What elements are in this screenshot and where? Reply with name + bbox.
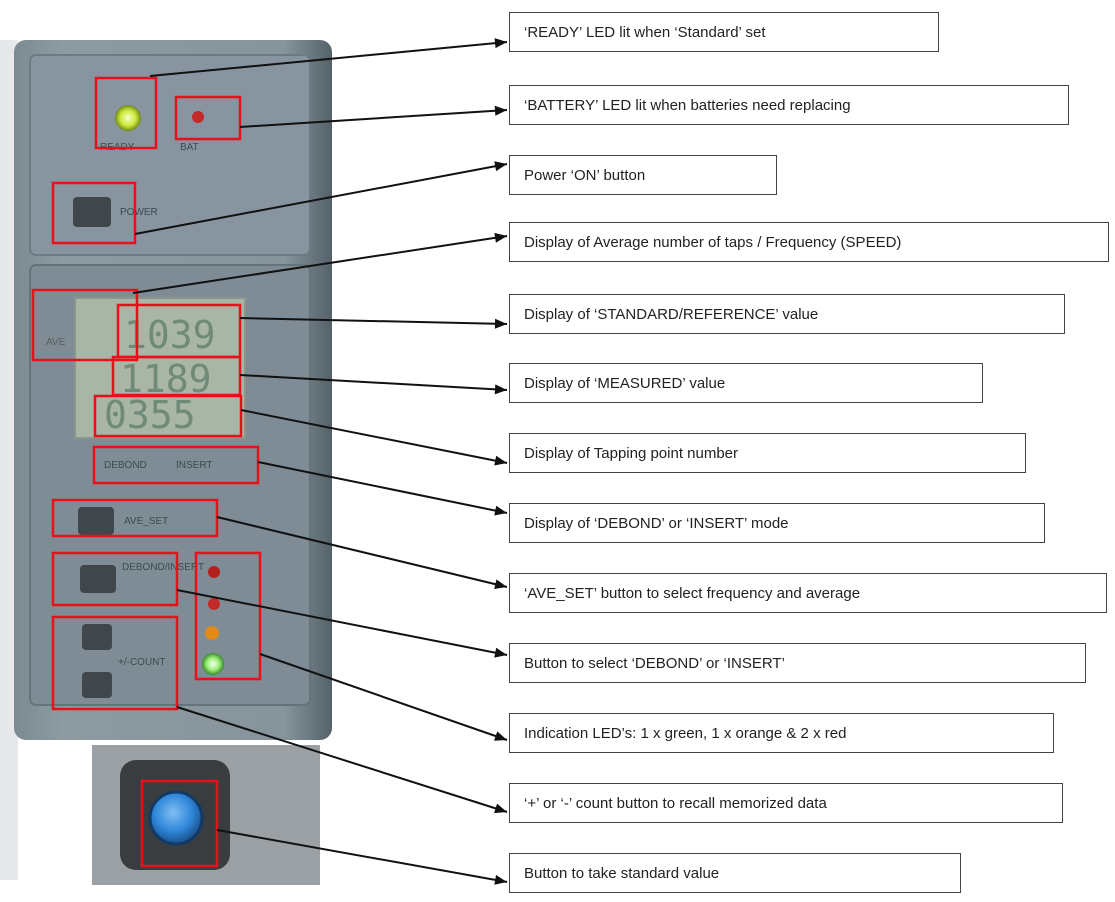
- highlight-battery-led: [174, 95, 242, 141]
- arrowhead-tap-display: [494, 455, 507, 466]
- arrow-ave-display: [132, 235, 508, 294]
- callout-ready-led-text: ‘READY’ LED lit when ‘Standard’ set: [524, 23, 766, 41]
- callout-tap-display-text: Display of Tapping point number: [524, 444, 739, 462]
- connector-arrows: [132, 38, 508, 885]
- callout-mode-button: Button to select ‘DEBOND’ or ‘INSERT’: [509, 643, 1086, 683]
- callout-battery-led: ‘BATTERY’ LED lit when batteries need re…: [509, 85, 1069, 125]
- arrowhead-measured-display: [494, 384, 507, 395]
- arrow-standard-display: [239, 317, 508, 325]
- indicator-led-red-1: [208, 566, 220, 578]
- arrow-mode-button: [176, 589, 508, 656]
- arrow-tap-display: [240, 409, 508, 464]
- battery-led: [192, 111, 204, 123]
- arrow-take-standard-button: [216, 829, 508, 883]
- highlight-ave-display: [31, 288, 139, 362]
- callout-ready-led: ‘READY’ LED lit when ‘Standard’ set: [509, 12, 939, 52]
- highlight-mode-button: [51, 551, 179, 607]
- lcd-screen: [74, 297, 246, 439]
- top-panel: [29, 54, 311, 256]
- callout-standard-display: Display of ‘STANDARD/REFERENCE’ value: [509, 294, 1065, 334]
- highlight-mode-display: [92, 445, 260, 485]
- count-button-label: +/-COUNT: [118, 657, 166, 668]
- callout-ave-display-text: Display of Average number of taps / Freq…: [524, 233, 902, 251]
- indicator-led-green: [202, 653, 224, 675]
- callout-standard-display-text: Display of ‘STANDARD/REFERENCE’ value: [524, 305, 819, 323]
- battery-led-label: BAT: [180, 142, 199, 153]
- arrowhead-mode-button: [494, 647, 507, 658]
- callout-measured-display-text: Display of ‘MEASURED’ value: [524, 374, 726, 392]
- indicator-led-red-2: [208, 598, 220, 610]
- arrow-measured-display: [239, 374, 508, 391]
- callout-mode-display: Display of ‘DEBOND’ or ‘INSERT’ mode: [509, 503, 1045, 543]
- arrowhead-ave-display: [494, 232, 507, 243]
- callout-indicator-leds: Indication LED’s: 1 x green, 1 x orange …: [509, 713, 1054, 753]
- callout-power-button: Power ‘ON’ button: [509, 155, 777, 195]
- callout-take-standard-button-text: Button to take standard value: [524, 864, 720, 882]
- take-standard-button[interactable]: [148, 790, 204, 846]
- arrow-battery-led: [239, 109, 508, 128]
- arrowhead-ready-led: [494, 38, 507, 49]
- mode-right-label: INSERT: [176, 460, 213, 471]
- callout-measured-display: Display of ‘MEASURED’ value: [509, 363, 983, 403]
- highlight-boxes: [31, 76, 262, 868]
- callout-take-standard-button: Button to take standard value: [509, 853, 961, 893]
- tap-point-display: 0355: [104, 393, 196, 437]
- highlight-take-standard-button: [140, 779, 219, 868]
- ready-led: [115, 105, 141, 131]
- callout-count-button-text: ‘+’ or ‘-’ count button to recall memori…: [524, 794, 827, 812]
- callout-mode-button-text: Button to select ‘DEBOND’ or ‘INSERT’: [524, 654, 785, 672]
- count-plus-button[interactable]: [82, 624, 112, 650]
- arrowhead-mode-display: [494, 505, 507, 516]
- highlight-indicator-leds: [194, 551, 262, 681]
- arrowhead-standard-display: [494, 318, 507, 329]
- callout-tap-display: Display of Tapping point number: [509, 433, 1026, 473]
- highlight-power-button: [51, 181, 137, 245]
- mode-select-button-label: DEBOND/INSERT: [122, 562, 204, 573]
- highlight-ready-led: [94, 76, 158, 150]
- callout-ave-set-button: ‘AVE_SET’ button to select frequency and…: [509, 573, 1107, 613]
- count-minus-button[interactable]: [82, 672, 112, 698]
- arrow-count-buttons: [176, 706, 508, 813]
- mode-left-label: DEBOND: [104, 460, 147, 471]
- callout-ave-display: Display of Average number of taps / Freq…: [509, 222, 1109, 262]
- ave-set-button-label: AVE_SET: [124, 516, 168, 527]
- power-button[interactable]: [73, 197, 111, 227]
- ave-set-button[interactable]: [78, 507, 114, 535]
- callout-mode-display-text: Display of ‘DEBOND’ or ‘INSERT’ mode: [524, 514, 789, 532]
- ave-indicator: AVE: [46, 337, 66, 348]
- indicator-led-orange: [205, 626, 219, 640]
- power-button-label: POWER: [120, 207, 158, 218]
- arrowhead-indicator-leds: [494, 731, 507, 741]
- callout-indicator-leds-text: Indication LED’s: 1 x green, 1 x orange …: [524, 724, 847, 742]
- highlight-count-buttons: [51, 615, 179, 711]
- mode-select-button[interactable]: [80, 565, 116, 593]
- arrowhead-count-buttons: [494, 803, 507, 814]
- arrowhead-battery-led: [494, 105, 507, 116]
- highlight-tap-display: [93, 394, 243, 438]
- arrow-ave-set-button: [216, 516, 508, 588]
- arrow-mode-display: [257, 461, 508, 514]
- arrow-ready-led: [149, 41, 508, 77]
- standard-value-display: 1039: [124, 313, 216, 357]
- arrow-indicator-leds: [259, 653, 508, 741]
- callout-count-button: ‘+’ or ‘-’ count button to recall memori…: [509, 783, 1063, 823]
- arrowhead-take-standard-button: [494, 874, 507, 885]
- callout-battery-led-text: ‘BATTERY’ LED lit when batteries need re…: [524, 96, 851, 114]
- measured-value-display: 1189: [120, 357, 212, 401]
- arrowhead-power-button: [494, 161, 507, 172]
- arrowhead-ave-set-button: [494, 579, 507, 590]
- arrow-power-button: [134, 163, 508, 235]
- callout-ave-set-button-text: ‘AVE_SET’ button to select frequency and…: [524, 584, 861, 602]
- callout-power-button-text: Power ‘ON’ button: [524, 166, 646, 184]
